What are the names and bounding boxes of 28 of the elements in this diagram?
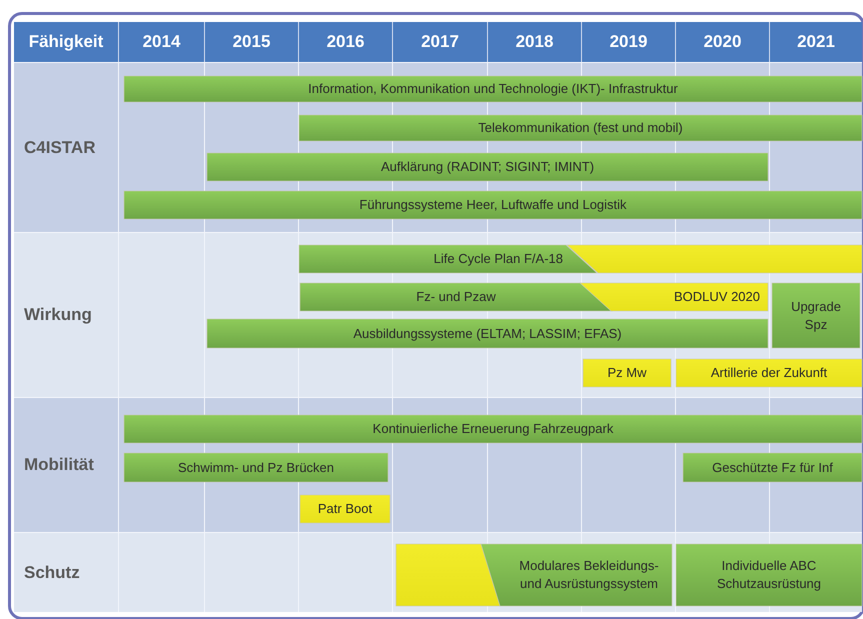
row-band <box>14 532 862 612</box>
timeline-bar: Artillerie der Zukunft <box>676 359 862 387</box>
timeline-bar: Upgrade Spz <box>772 283 860 348</box>
timeline-bar: Information, Kommunikation und Technologie (IKT)- Infrastruktur <box>124 76 862 102</box>
row-label: Schutz <box>24 562 80 582</box>
row-label: C4ISTAR <box>24 138 96 158</box>
timeline-bar: Führungssysteme Heer, Luftwaffe und Logistik <box>124 191 862 219</box>
timeline-bar: Individuelle ABC Schutzausrüstung <box>676 544 862 606</box>
timeline-bar: Telekommunikation (fest und mobil) <box>299 115 862 141</box>
row-band <box>14 62 862 232</box>
timeline-bar: Modulares Bekleidungs- und Ausrüstungssystem <box>481 544 672 606</box>
timeline-bar: Pz Mw <box>583 359 671 387</box>
timeline-bar: Schwimm- und Pz Brücken <box>124 453 388 482</box>
timeline-bar: Patr Boot <box>300 495 390 523</box>
timeline-bar <box>396 544 500 606</box>
timeline-bar: Life Cycle Plan F/A-18 <box>299 245 597 273</box>
timeline-bar: BODLUV 2020 <box>580 283 768 311</box>
timeline-bar: Geschützte Fz für Inf <box>683 453 862 482</box>
row-label: Mobilität <box>24 455 94 475</box>
timeline-bar <box>567 245 862 273</box>
timeline-bar: Fz- und Pzaw <box>300 283 612 311</box>
row-band <box>14 397 862 532</box>
timeline-bar: Aufklärung (RADINT; SIGINT; IMINT) <box>207 153 768 181</box>
row-band <box>14 232 862 397</box>
timeline-bar: Kontinuierliche Erneuerung Fahrzeugpark <box>124 415 862 443</box>
timeline-bar: Ausbildungssysteme (ELTAM; LASSIM; EFAS) <box>207 319 768 348</box>
column-header: Fähigkeit <box>28 31 104 53</box>
row-label: Wirkung <box>24 305 92 325</box>
